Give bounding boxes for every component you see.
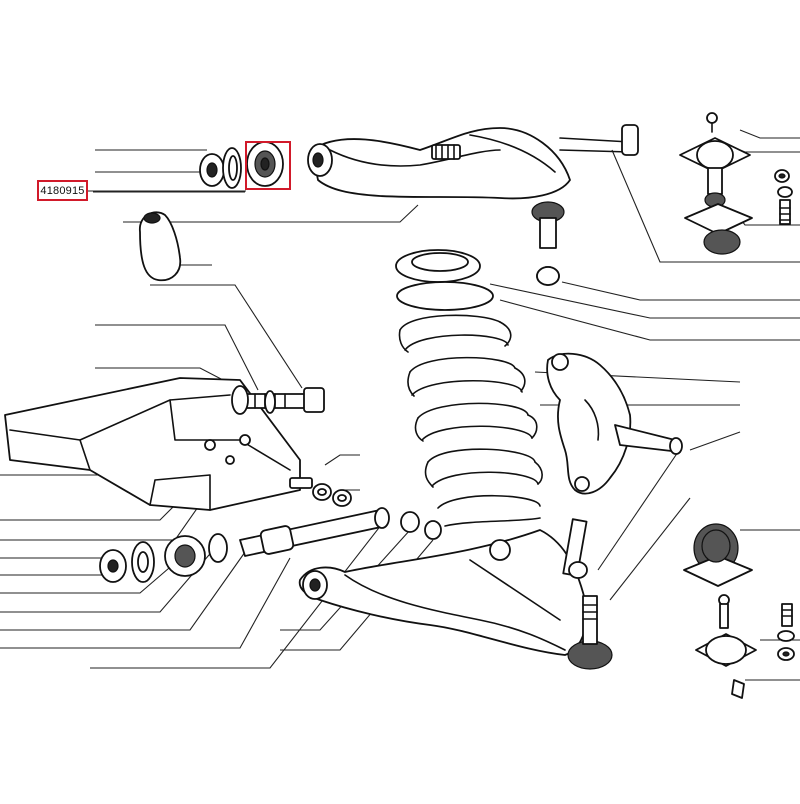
upper-ball-joint-exploded	[679, 112, 753, 255]
upper-bushing-stack	[199, 141, 284, 189]
coil-spring	[395, 249, 543, 527]
lower-control-arm	[298, 529, 588, 656]
crossmember	[4, 377, 301, 511]
part-number-label: 4180915	[37, 180, 88, 201]
bump-stop	[139, 211, 182, 282]
right-nuts-bolts-top	[774, 169, 793, 225]
upper-control-arm	[307, 124, 639, 200]
small-washers	[289, 477, 352, 507]
lower-ball-joint	[562, 518, 613, 670]
lower-ball-joint-exploded	[683, 523, 757, 699]
right-nuts-bolts-bottom	[777, 603, 795, 661]
steering-knuckle	[546, 352, 683, 495]
highlight-box-bushing	[245, 141, 291, 190]
castle-nut	[536, 266, 560, 286]
crossmember-bolt	[231, 385, 325, 415]
lower-bushing-stack	[99, 507, 442, 583]
part-number-text: 4180915	[40, 184, 85, 197]
